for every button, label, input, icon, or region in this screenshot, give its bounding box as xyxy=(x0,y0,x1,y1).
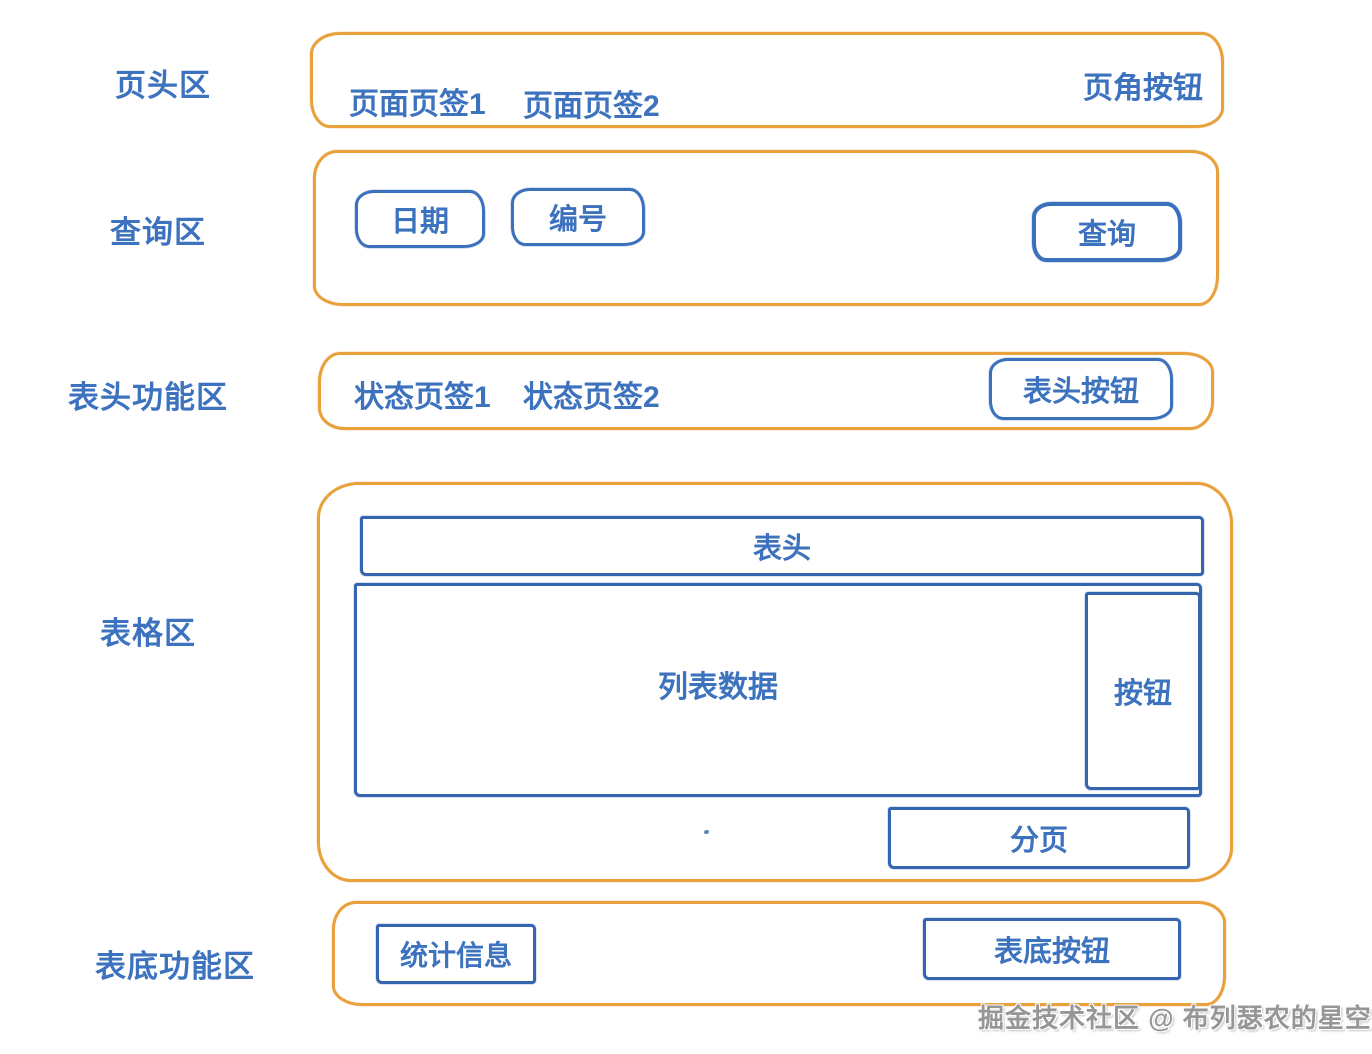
status-tab-2[interactable]: 状态页签2 xyxy=(523,381,660,414)
stray-ink-dot xyxy=(704,830,709,834)
date-field[interactable]: 日期 xyxy=(355,190,485,248)
pagination-box[interactable]: 分页 xyxy=(888,807,1190,869)
query-button[interactable]: 查询 xyxy=(1032,202,1182,262)
status-tab-1[interactable]: 状态页签1 xyxy=(354,381,491,414)
query-container: 日期 编号 查询 xyxy=(313,150,1219,306)
watermark-text: 掘金技术社区 @ 布列瑟农的星空 xyxy=(978,1003,1372,1033)
footer-section-label: 表底功能区 xyxy=(95,949,255,984)
table-header-button[interactable]: 表头按钮 xyxy=(989,358,1173,420)
list-data-label: 列表数据 xyxy=(658,671,778,704)
number-field[interactable]: 编号 xyxy=(511,188,645,246)
table-container: 表头 列表数据 按钮 分页 xyxy=(317,482,1233,882)
stats-info-box: 统计信息 xyxy=(376,924,536,984)
row-action-button[interactable]: 按钮 xyxy=(1085,592,1201,790)
page-tab-2[interactable]: 页面页签2 xyxy=(523,90,660,123)
table-section-label: 表格区 xyxy=(100,616,196,651)
page-tab-1[interactable]: 页面页签1 xyxy=(349,88,486,121)
header-section-label: 页头区 xyxy=(115,68,211,103)
table-header-function-container: 状态页签1 状态页签2 表头按钮 xyxy=(318,352,1214,430)
page-corner-button[interactable]: 页角按钮 xyxy=(1083,72,1203,105)
table-header-section-label: 表头功能区 xyxy=(68,380,228,415)
table-head-bar: 表头 xyxy=(360,516,1204,576)
footer-function-container: 统计信息 表底按钮 xyxy=(332,901,1226,1006)
query-section-label: 查询区 xyxy=(110,215,206,250)
footer-button[interactable]: 表底按钮 xyxy=(923,918,1181,980)
page-header-container: 页面页签1 页面页签2 页角按钮 xyxy=(310,32,1224,128)
list-data-box: 列表数据 按钮 xyxy=(354,583,1202,797)
